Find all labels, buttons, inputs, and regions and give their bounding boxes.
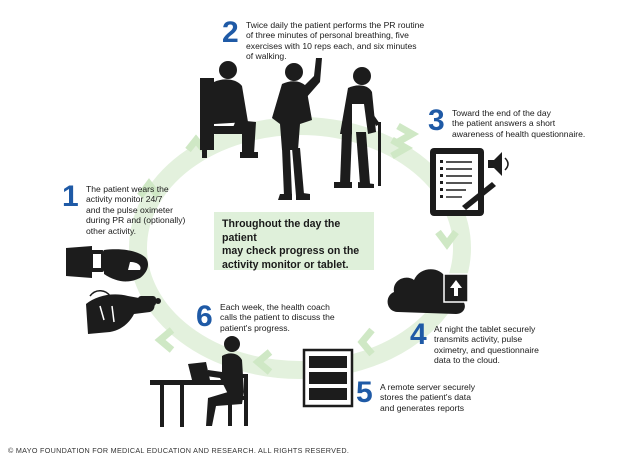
center-callout-box [214, 212, 374, 270]
center-line: Throughout the day the patient [222, 218, 341, 244]
step-5-line: and generates reports [380, 402, 465, 413]
step-4-number: 4 [410, 318, 427, 351]
step-3-line: awareness of health questionnaire. [452, 128, 586, 139]
step-4-text: At night the tablet securely transmits a… [434, 324, 564, 366]
step-5-line: stores the patient's data [380, 392, 471, 403]
step-4-line: data to the cloud. [434, 355, 500, 366]
step-6-line: Each week, the health coach [220, 302, 330, 312]
step-2-text: Twice daily the patient performs the PR … [246, 20, 446, 62]
arrow-to-step-4 [435, 229, 459, 250]
pulse-oximeter-hand-icon [86, 290, 161, 334]
center-callout-text: Throughout the day the patient may check… [222, 218, 370, 272]
step-1-line: during PR and (optionally) [86, 215, 186, 226]
step-6-line: patient's progress. [220, 322, 290, 333]
step-6-line: calls the patient to discuss the [220, 312, 335, 323]
step-2-number: 2 [222, 16, 239, 49]
step-1-line: activity monitor 24/7 [86, 194, 163, 205]
step-3-line: the patient answers a short [452, 118, 556, 129]
center-line: may check progress on the [222, 245, 360, 258]
step-1-line: and the pulse oximeter [86, 204, 173, 215]
arrow-to-step-5b [252, 349, 273, 375]
step-4-line: transmits activity, pulse [434, 334, 523, 345]
health-coach-at-desk-icon [150, 336, 248, 427]
cloud-upload-icon [387, 269, 469, 314]
step-2-line: Twice daily the patient performs the PR … [246, 20, 425, 30]
step-5-text: A remote server securely stores the pati… [380, 382, 510, 413]
step-3-line: Toward the end of the day [452, 108, 551, 118]
copyright-notice: © MAYO FOUNDATION FOR MEDICAL EDUCATION … [8, 446, 350, 455]
cycle-loop [129, 117, 471, 379]
tablet-questionnaire-icon [430, 148, 509, 216]
arrow-to-step-3b [390, 136, 414, 160]
center-line: activity monitor or tablet. [222, 258, 349, 271]
standing-patient-figure [272, 58, 322, 200]
step-5-line: A remote server securely [380, 382, 476, 392]
step-1-number: 1 [62, 180, 79, 213]
step-4-line: At night the tablet securely [434, 324, 536, 334]
seated-patient-figure [200, 61, 258, 158]
step-3-text: Toward the end of the day the patient an… [452, 108, 622, 139]
step-3-number: 3 [428, 104, 445, 137]
step-5-number: 5 [356, 376, 373, 409]
step-2-line: of three minutes of personal breathing, … [246, 30, 409, 41]
arrow-to-step-1 [137, 178, 161, 199]
arrow-to-step-6 [154, 327, 175, 353]
server-icon [302, 348, 354, 408]
cycle-arrows [137, 122, 459, 375]
step-4-line: oximetry, and questionnaire [434, 344, 539, 355]
arrow-to-step-3 [396, 122, 420, 146]
step-2-line: exercises with 10 reps each, and six min… [246, 40, 417, 51]
step-6-text: Each week, the health coach calls the pa… [220, 302, 370, 333]
arrow-to-step-5 [357, 327, 375, 357]
wrist-activity-monitor-icon [66, 246, 148, 282]
step-1-line: The patient wears the [86, 184, 169, 194]
patients-exercising-silhouette-icon [200, 58, 381, 200]
step-1-line: other activity. [86, 225, 136, 236]
step-6-number: 6 [196, 300, 213, 333]
elderly-patient-figure [334, 67, 381, 188]
step-2-line: of walking. [246, 51, 287, 62]
step-1-text: The patient wears the activity monitor 2… [86, 184, 204, 236]
